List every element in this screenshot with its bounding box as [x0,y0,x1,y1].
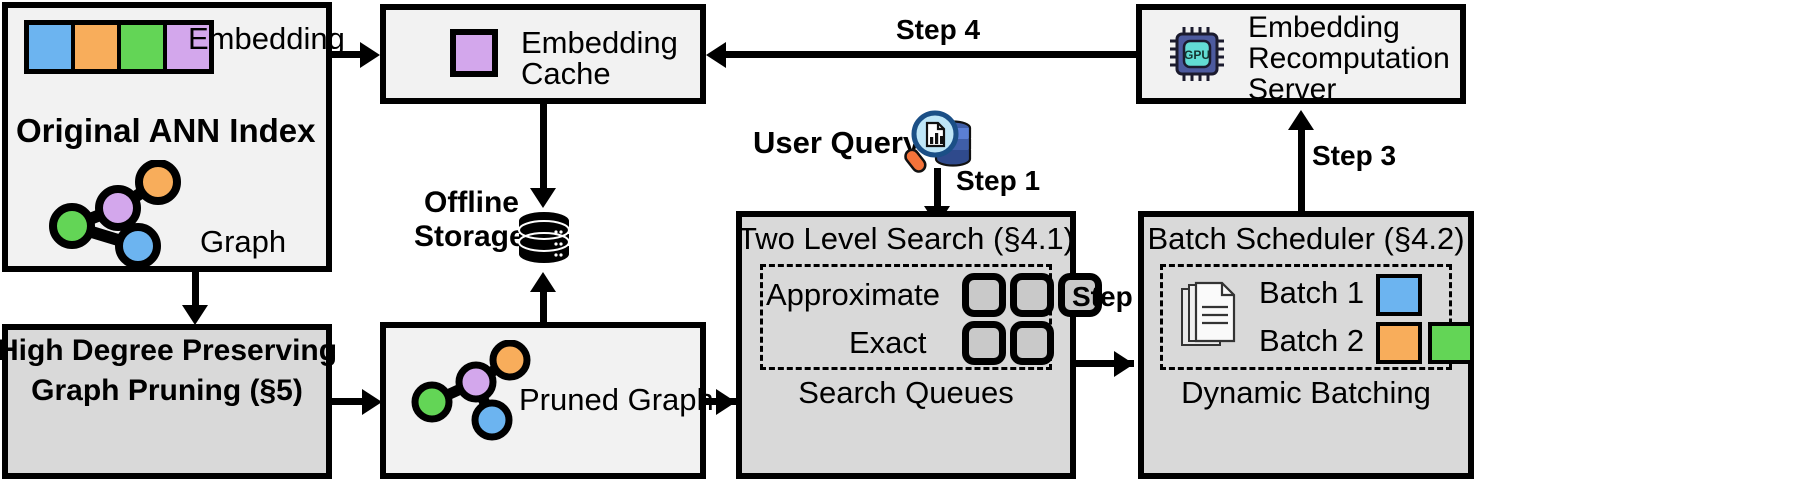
step-4-label: Step 4 [896,14,981,45]
queue-slot[interactable] [1058,273,1102,317]
step-3-label: Step 3 [1312,140,1397,171]
arrow-pruned-to-search-head [716,389,736,415]
embedding-cache-box [380,4,706,104]
batch-chip-blue [1376,274,1422,316]
approximate-queue-slots [962,273,1102,317]
graph-pruning-line1: High Degree Preserving [0,334,338,367]
dynamic-batching-footer: Dynamic Batching [1181,375,1431,410]
arrow-pruning-to-pruned-line [332,398,374,405]
pruned-graph-box [380,322,706,479]
arrow-cache-to-storage-head [530,188,556,208]
arrow-index-to-pruning-line [192,272,199,310]
step-1-label: Step 1 [956,165,1041,196]
search-queues-dashed-region [760,264,1052,370]
gpu-icon-text: GPU [1184,48,1210,62]
queue-slot[interactable] [1010,273,1054,317]
two-level-search-title: Two Level Search (§4.1) [737,221,1075,256]
user-query-label: User Query [753,125,921,160]
database-cylinder-icon [518,212,570,263]
magnifier-over-database-icon [904,110,972,173]
arrow-pruning-to-pruned-head [362,389,382,415]
dynamic-batching-dashed-region [1160,264,1452,370]
gpu-chip-icon: GPU [1170,27,1224,81]
embedding-label: Embedding [188,21,345,56]
graph-label: Graph [200,224,287,259]
arrow-server-to-cache-line [718,51,1136,58]
embedding-cache-line1: Embedding [521,25,678,60]
arrow-batch-to-server-head [1288,110,1314,130]
arrow-pruned-to-storage-line [540,290,547,350]
embedding-swatch-orange [75,25,117,69]
original-ann-index-title: Original ANN Index [16,112,316,149]
arrow-index-to-cache-line [332,51,372,58]
batch-2-chips [1376,322,1474,364]
batch-scheduler-title: Batch Scheduler (§4.2) [1147,221,1465,256]
recomputation-server-line1: Embedding [1248,11,1400,44]
arrow-query-to-search-line [934,168,941,213]
exact-row-label: Exact [849,325,927,360]
arrow-index-to-cache-head [360,42,380,68]
arrow-index-to-pruning-head [182,305,208,325]
pruned-graph-label: Pruned Graph [519,382,714,417]
arrow-search-to-batch-head [1114,351,1134,377]
queue-slot[interactable] [1010,321,1054,365]
approximate-row-label: Approximate [766,277,941,312]
graph-pruning-box [2,324,332,479]
arrow-batch-to-server-line [1298,128,1305,212]
batch-1-chips [1376,274,1422,316]
embedding-cache-swatch [450,29,498,77]
recomputation-server-line2: Recomputation [1248,42,1450,75]
embedding-cache-line2: Cache [521,56,611,91]
queue-slot[interactable] [962,321,1006,365]
arrow-pruned-to-storage-head [530,272,556,292]
graph-pruning-line2: Graph Pruning (§5) [31,374,303,407]
exact-queue-slots [962,321,1054,365]
batch-1-label: Batch 1 [1259,275,1365,310]
arrow-search-to-batch-line [1076,360,1134,367]
embedding-swatch-green [121,25,163,69]
batch-2-label: Batch 2 [1259,323,1365,358]
documents-stack-icon [1181,281,1236,346]
embedding-swatch-blue [29,25,71,69]
embedding-swatch-strip [24,20,214,74]
recomputation-server-line3: Server [1248,73,1337,106]
arrow-server-to-cache-head [706,42,726,68]
offline-storage-line2: Storage [414,220,526,253]
queue-slot[interactable] [962,273,1006,317]
embedding-swatch-purple [167,25,209,69]
original-graph-glyph [49,160,181,269]
search-queues-footer: Search Queues [798,375,1014,410]
batch-chip-orange [1376,322,1422,364]
arrow-cache-to-storage-line [540,104,547,194]
offline-storage-line1: Offline [424,186,519,219]
pruned-graph-glyph [411,340,531,441]
batch-chip-green [1428,322,1474,364]
